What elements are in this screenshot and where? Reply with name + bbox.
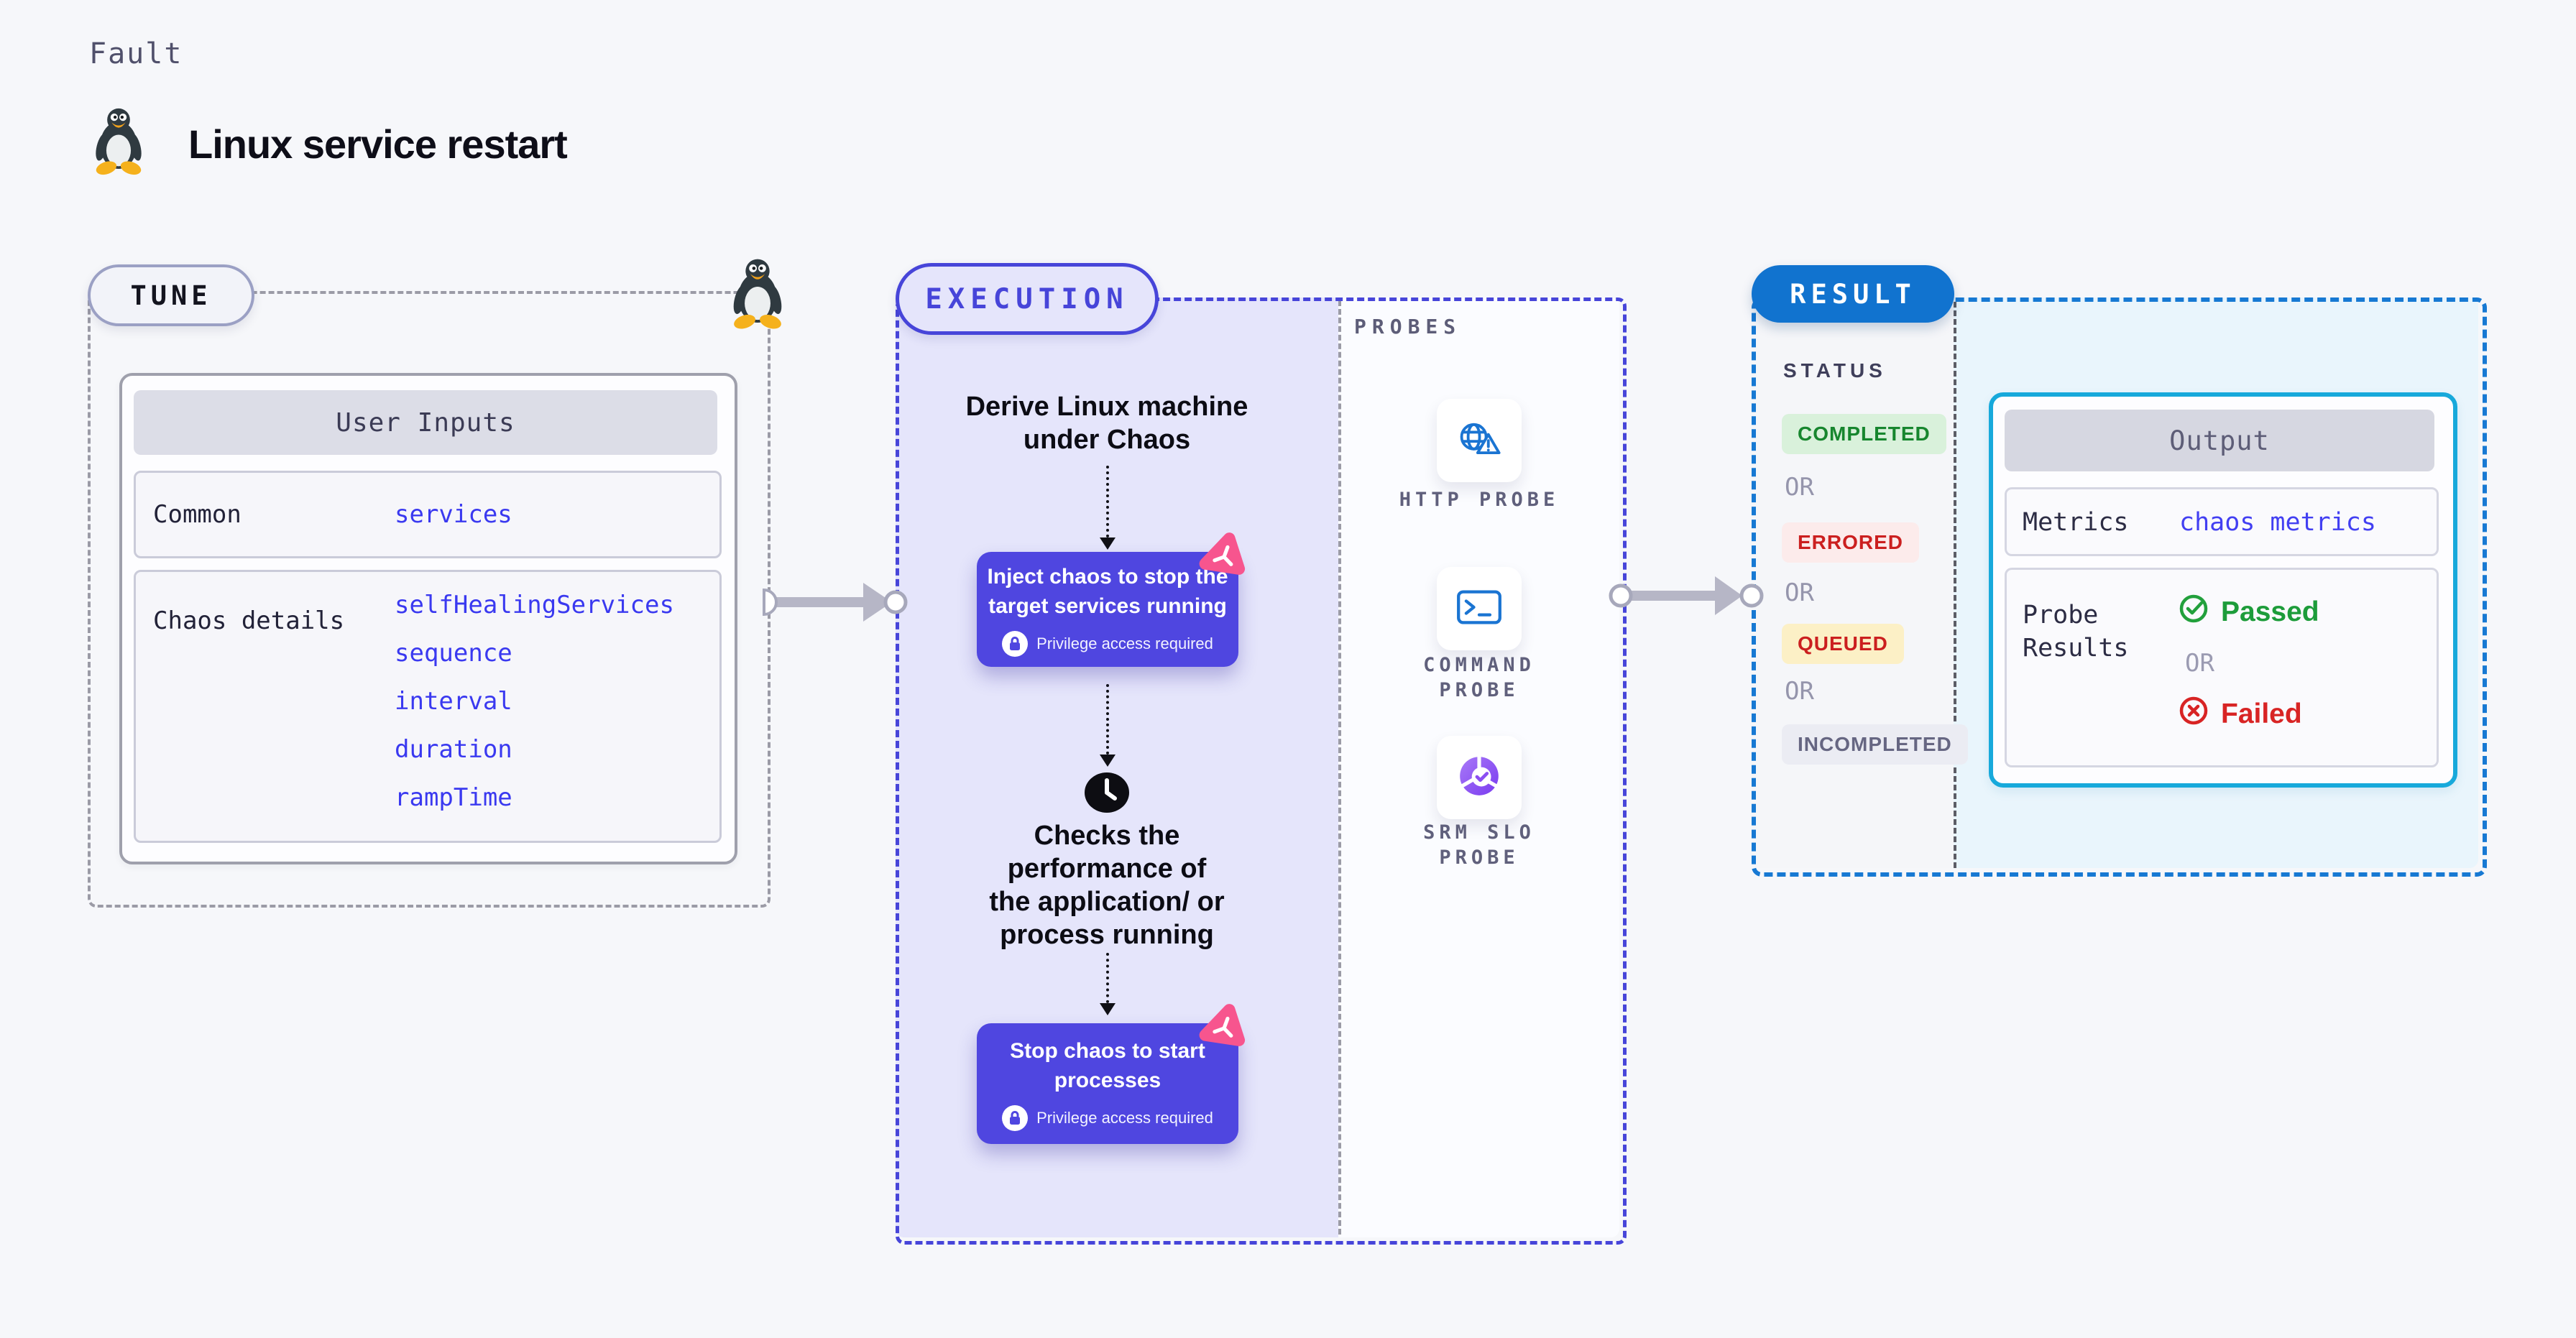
row-label: Common	[153, 500, 242, 529]
probe-results-values: Passed OR Failed	[2178, 593, 2319, 734]
table-row-chaos-details: Chaos details selfHealingServices sequen…	[134, 570, 722, 843]
text-line: Checks the	[1034, 821, 1180, 851]
row-value: services	[395, 500, 512, 529]
terminal-icon	[1456, 589, 1502, 629]
step-title: Inject chaos to stop the target services…	[987, 562, 1228, 621]
flow-arrow-head	[1100, 1003, 1116, 1015]
verdict-label: Failed	[2221, 698, 2302, 729]
text-line: PROBE	[1439, 679, 1519, 701]
text-line: target services running	[988, 594, 1227, 618]
row-value: duration	[395, 735, 512, 764]
text-line: under Chaos	[1023, 425, 1191, 455]
or-separator: OR	[1785, 473, 1814, 502]
text-line: Stop chaos to start	[1010, 1039, 1205, 1063]
globe-alert-icon	[1455, 418, 1504, 463]
x-circle-icon	[2178, 695, 2209, 734]
failed-verdict: Failed	[2178, 695, 2319, 734]
row-value: selfHealingServices	[395, 591, 674, 619]
text-line: processes	[1054, 1069, 1162, 1092]
srm-slo-probe-label: SRM SLO PROBE	[1393, 820, 1565, 870]
execution-section-box	[896, 297, 1627, 1245]
text-line: SRM SLO	[1423, 821, 1535, 844]
probe-results-label: Probe Results	[2023, 599, 2129, 665]
command-probe-label: COMMAND PROBE	[1393, 652, 1565, 703]
slo-donut-icon	[1455, 752, 1503, 803]
text-line: PROBE	[1439, 846, 1519, 869]
status-badge-completed: COMPLETED	[1782, 414, 1946, 454]
tune-badge: TUNE	[88, 264, 254, 326]
privilege-note: Privilege access required	[1002, 1105, 1213, 1131]
probe-results-row: Probe Results Passed OR Failed	[2005, 568, 2439, 767]
privilege-note-label: Privilege access required	[1036, 635, 1213, 652]
user-inputs-header: User Inputs	[134, 390, 717, 455]
row-value: interval	[395, 687, 512, 716]
tune-to-execution-arrow	[763, 583, 908, 622]
text-line: Probe	[2023, 601, 2099, 629]
text-line: Inject chaos to stop the	[987, 565, 1228, 589]
probes-to-result-arrow	[1609, 576, 1764, 615]
metrics-row: Metrics chaos metrics	[2005, 487, 2439, 556]
metrics-label: Metrics	[2023, 508, 2129, 537]
flow-arrow-head	[1100, 537, 1116, 550]
page-title: Linux service restart	[188, 121, 568, 167]
text-line: Results	[2023, 634, 2129, 663]
privilege-note-label: Privilege access required	[1036, 1109, 1213, 1127]
row-value: rampTime	[395, 783, 512, 812]
execution-badge: EXECUTION	[896, 263, 1159, 335]
metrics-value: chaos metrics	[2179, 508, 2376, 537]
stop-chaos-step: Stop chaos to start processes Privilege …	[977, 1023, 1238, 1144]
result-divider	[1954, 302, 1956, 868]
verdict-label: Passed	[2221, 596, 2319, 627]
text-line: COMMAND	[1423, 654, 1535, 676]
row-value: sequence	[395, 639, 512, 668]
tux-penguin-icon	[727, 257, 788, 329]
fault-eyebrow: Fault	[89, 37, 183, 70]
step-check-text: Checks the performance of the applicatio…	[945, 819, 1269, 951]
passed-verdict: Passed	[2178, 593, 2319, 632]
srm-slo-probe-card	[1437, 736, 1522, 819]
or-separator: OR	[1785, 677, 1814, 706]
check-circle-icon	[2178, 593, 2209, 632]
lock-icon	[1002, 631, 1029, 657]
flow-arrow-line	[1106, 466, 1109, 537]
or-separator: OR	[2185, 649, 2214, 678]
text-line: performance of	[1007, 854, 1207, 884]
text-line: HTTP PROBE	[1399, 489, 1560, 511]
text-line: the application/ or	[989, 887, 1225, 917]
status-badge-queued: QUEUED	[1782, 624, 1904, 664]
text-line: Derive Linux machine	[965, 392, 1248, 422]
or-separator: OR	[1785, 578, 1814, 607]
chaos-pinwheel-icon	[1196, 529, 1252, 589]
step-title: Stop chaos to start processes	[1010, 1036, 1205, 1095]
privilege-note: Privilege access required	[1002, 631, 1213, 657]
flow-arrow-head	[1100, 755, 1116, 767]
http-probe-label: HTTP PROBE	[1393, 487, 1565, 512]
text-line: process running	[1000, 920, 1214, 950]
result-badge: RESULT	[1752, 265, 1954, 323]
status-column-fill	[1752, 297, 1954, 868]
clock-icon	[1084, 772, 1130, 817]
chaos-pinwheel-icon	[1196, 1000, 1252, 1060]
status-badge-incompleted: INCOMPLETED	[1782, 724, 1968, 765]
probes-left-border	[1338, 300, 1341, 1235]
http-probe-card	[1437, 399, 1522, 482]
flow-arrow-line	[1106, 684, 1109, 755]
output-header: Output	[2005, 410, 2434, 471]
row-values: selfHealingServices sequence interval du…	[395, 591, 674, 812]
status-badge-errored: ERRORED	[1782, 522, 1920, 563]
tux-penguin-icon	[91, 106, 147, 175]
inject-chaos-step: Inject chaos to stop the target services…	[977, 552, 1238, 667]
status-title: STATUS	[1783, 359, 1887, 382]
flow-arrow-line	[1106, 953, 1109, 1003]
step-derive-text: Derive Linux machine under Chaos	[927, 390, 1287, 456]
table-row-common: Common services	[134, 471, 722, 558]
command-probe-card	[1437, 567, 1522, 650]
probes-title: PROBES	[1354, 315, 1462, 338]
row-label: Chaos details	[153, 606, 345, 635]
lock-icon	[1002, 1105, 1029, 1131]
